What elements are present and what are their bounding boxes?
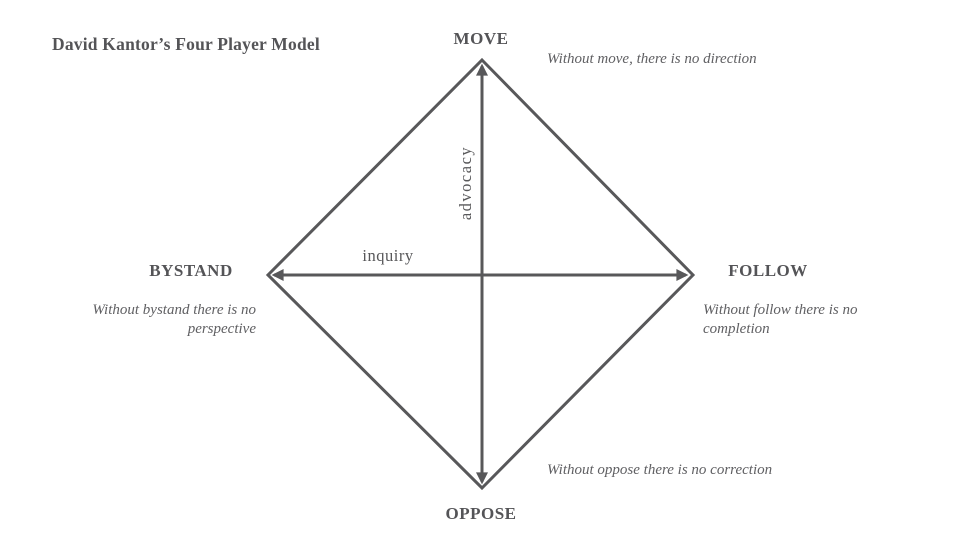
note-bystand-line-2: perspective [187,321,256,337]
note-follow-line-1: Without follow there is no [703,302,858,318]
note-move: Without move, there is no direction [547,50,757,69]
note-oppose-line: Without oppose there is no correction [547,462,773,478]
note-move-line: Without move, there is no direction [547,51,757,67]
axis-label-advocacy: advocacy [456,145,475,221]
vertex-label-bystand: BYSTAND [149,261,233,280]
vertex-label-oppose: OPPOSE [445,504,517,523]
note-follow: Without follow there is no completion [703,301,857,339]
note-oppose: Without oppose there is no correction [547,461,772,480]
vertex-label-move: MOVE [453,29,509,48]
page-title: David Kantor’s Four Player Model [52,34,320,54]
diamond-outline [265,57,696,491]
note-bystand-line-1: Without bystand there is no [92,302,256,318]
note-bystand: Without bystand there is no perspective [40,301,256,339]
axis-label-inquiry: inquiry [362,246,414,265]
vertex-label-follow: FOLLOW [728,261,808,280]
note-follow-line-2: completion [703,321,770,337]
